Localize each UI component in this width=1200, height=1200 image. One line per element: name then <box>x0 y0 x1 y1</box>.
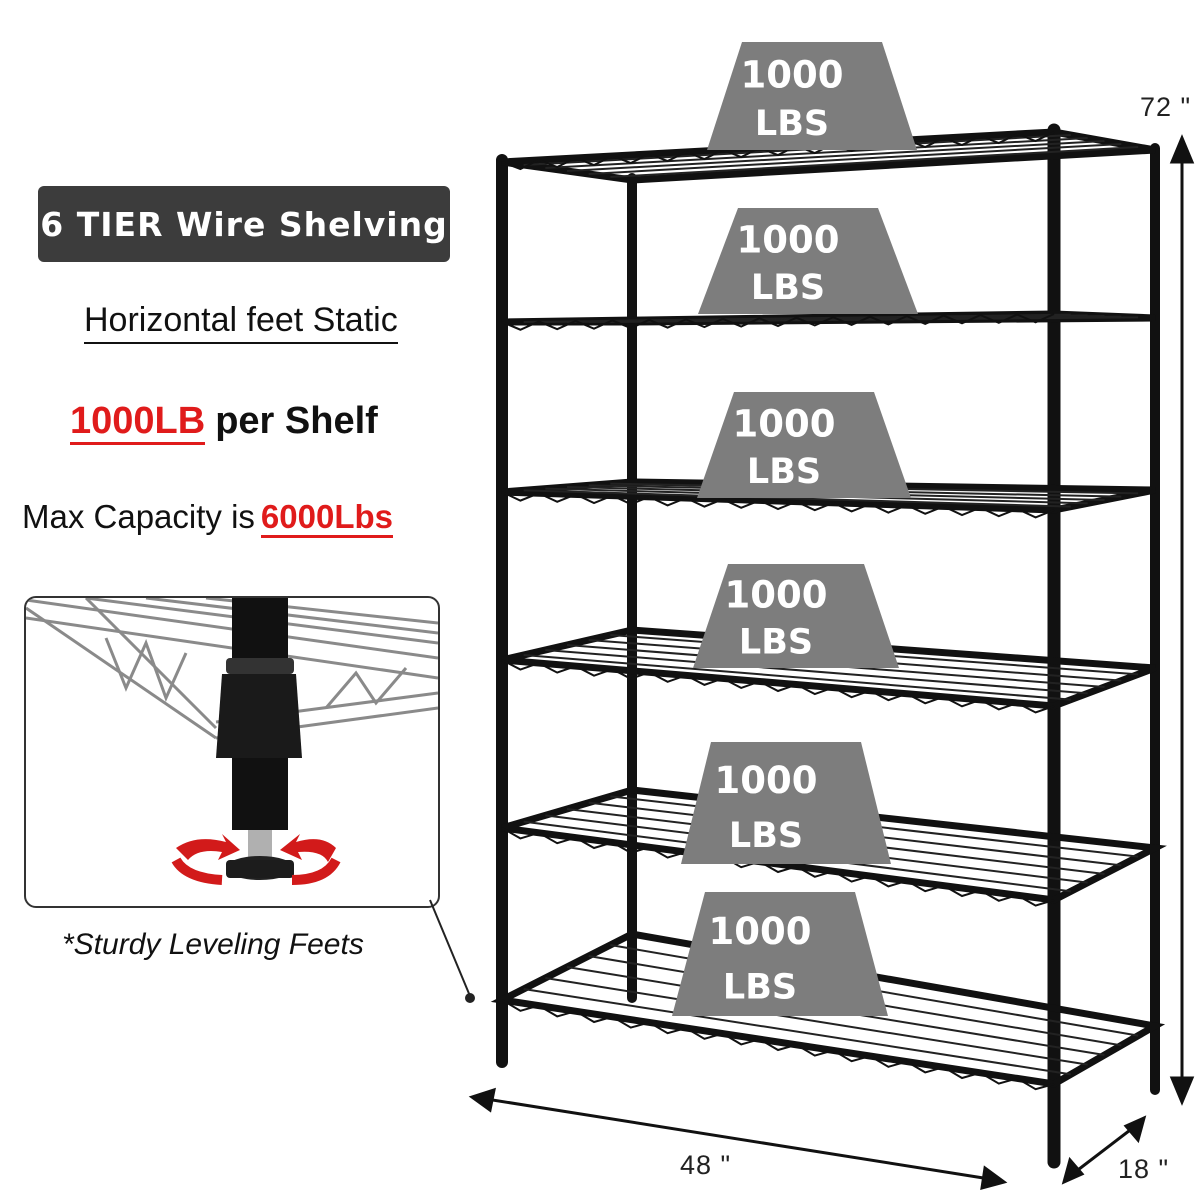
height-dimension-arrow <box>1169 134 1195 1106</box>
shelf-6 <box>490 930 1166 1091</box>
shelf-4 <box>501 626 1157 714</box>
inset-leader-dot <box>465 993 475 1003</box>
weight-unit-5: LBS <box>729 816 803 856</box>
per-shelf-rest: per Shelf <box>215 400 378 442</box>
weight-unit-1: LBS <box>755 104 829 144</box>
leveling-feet-caption: *Sturdy Leveling Feets <box>62 928 364 961</box>
per-shelf-highlight: 1000LB <box>70 400 206 445</box>
weight-value-6: 1000 <box>709 910 812 953</box>
max-capacity-prefix: Max Capacity is <box>22 498 255 535</box>
weight-value-1: 1000 <box>741 53 844 96</box>
title-badge: 6 TIER Wire Shelving <box>38 186 450 262</box>
rotate-left-arrow-icon <box>176 834 240 860</box>
shelf-posts <box>496 123 1160 1169</box>
weight-unit-2: LBS <box>751 268 825 308</box>
leveling-foot-detail <box>24 596 440 908</box>
weight-value-5: 1000 <box>715 759 818 802</box>
width-dimension-arrow <box>468 1087 1008 1191</box>
title-text: 6 TIER Wire Shelving <box>40 204 448 244</box>
leveling-foot-illustration <box>26 598 438 885</box>
shelf-5 <box>501 786 1167 907</box>
weight-unit-4: LBS <box>739 622 813 662</box>
shelf-1 <box>501 128 1156 184</box>
weight-unit-3: LBS <box>747 452 821 492</box>
weight-value-3: 1000 <box>733 403 836 446</box>
weight-value-4: 1000 <box>725 574 828 617</box>
depth-dimension-label: 18 " <box>1118 1154 1170 1184</box>
weight-unit-6: LBS <box>723 968 797 1008</box>
weight-value-2: 1000 <box>737 219 840 262</box>
shelves <box>490 128 1167 1091</box>
feet-type-text: Horizontal feet Static <box>84 300 398 344</box>
max-capacity-value: 6000Lbs <box>260 498 393 538</box>
rotate-right-arrow-icon <box>280 834 336 862</box>
height-dimension-label: 72 " <box>1140 92 1192 122</box>
shelf-3 <box>501 478 1156 519</box>
shelf-2 <box>501 310 1156 331</box>
width-dimension-label: 48 " <box>680 1150 732 1180</box>
weights: 1000LBS1000LBS1000LBS1000LBS1000LBS1000L… <box>672 42 918 1016</box>
inset-leader-line <box>429 899 471 997</box>
